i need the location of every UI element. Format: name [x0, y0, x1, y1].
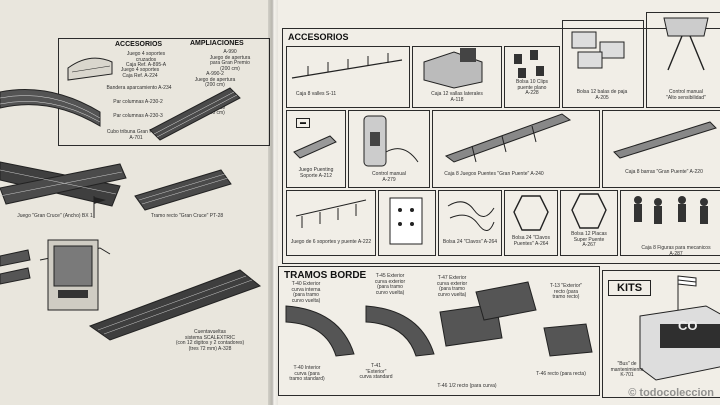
cell-side-fences: [412, 46, 502, 108]
cell-clavos: [378, 190, 436, 256]
supports-drawing: [295, 199, 367, 228]
tramo-caption-2: T-45 Exterior curva exterior (para tramo…: [374, 273, 406, 296]
lapcounter-caption: Cuentavueltas sistema SCALEXTRIC (con 12…: [175, 329, 245, 352]
row3-caption-2: Bolsa 24 "Clavos" A-264: [442, 239, 498, 245]
tramos-panel: [278, 266, 600, 396]
tramos-label-sign: ▬: [296, 118, 310, 128]
cell-supports: [286, 190, 376, 256]
straight-caption: Tramo recto "Gran Cruce" PT-28: [150, 213, 224, 219]
accessories-frame: [282, 28, 720, 264]
placa-drawing: [513, 195, 549, 231]
long-straight-drawing: [134, 169, 232, 211]
row1-caption-4: Bolsa 12 balas de paja A-205: [576, 89, 628, 101]
row2-caption-4: Caja 8 barras "Gran Puente" A-220: [625, 169, 703, 175]
tramo-caption-8: T-46 recto (para recta): [536, 371, 586, 377]
tramo-caption-7: T-46 1/2 recto (para curva): [437, 383, 497, 389]
cell-fences: [286, 46, 410, 108]
row1-caption-2: Caja 12 vallas laterales A-118: [431, 91, 483, 103]
ampliaciones-title: AMPLIACIONES: [190, 40, 244, 47]
right-page: ACCESORIOS Caja 8 valles S-11 Caja 12 va…: [272, 0, 720, 405]
cell-bars: [602, 110, 720, 188]
cell-clavos-puentes: [438, 190, 502, 256]
hay-bales-drawing: [571, 31, 625, 69]
row2-caption-3: Caja 8 Juegos Puentes "Gran Puente" A-24…: [444, 171, 544, 177]
left-edge-track-drawing: [0, 249, 31, 285]
cell-puenting: [286, 110, 346, 188]
clips-drawing: [514, 50, 544, 78]
tramo-caption-4: T-13 "Exterior" recto (para tramo recto): [549, 283, 583, 300]
cell-control: [646, 12, 720, 108]
row3-caption-3: Bolsa 24 "Clavos Puentes" A-264: [512, 235, 550, 247]
tramo-caption-3: T-47 Exterior curva exterior (para tramo…: [436, 275, 468, 298]
cross-track-drawing: [0, 161, 127, 207]
accessories-panel: [58, 38, 270, 146]
row1-caption-3: Bolsa 10 Clips puente plano A-228: [516, 79, 548, 96]
hand-control-drawing: [663, 17, 709, 71]
track-extension-drawing: [0, 89, 101, 127]
acc-item-2: Juego 4 soportes Caja Ref. A-224: [120, 67, 160, 79]
acc-item-1: Juego 4 soportes cruzados Caja Ref. A-89…: [125, 51, 167, 68]
accessories-title-right: ACCESORIOS: [288, 32, 349, 42]
straight-track-drawing: [149, 87, 241, 141]
row3-caption-1: Juego de 6 soportes y puente A-222: [290, 239, 372, 245]
cell-bridges: [432, 110, 600, 188]
tramo-caption-1: T-40 Exterior curva interna (para tramo …: [291, 281, 321, 304]
lap-counter-drawing: [39, 239, 262, 341]
row1-caption-1: Caja 8 valles S-11: [295, 91, 337, 97]
acc-item-4: Par columnas A-230-2: [113, 99, 163, 105]
straight-border-track-3: [543, 323, 593, 357]
mechanic-figures-drawing: [634, 196, 708, 224]
row2-caption-2: Control manual A-279: [372, 171, 406, 183]
acc-item-5: Par columnas A-230-3: [113, 113, 163, 119]
tramos-title: TRAMOS BORDE: [284, 270, 367, 281]
row2-caption-1: Juego Puenting Soporte A-212: [298, 167, 334, 179]
clavos-drawing: [389, 197, 423, 245]
wire-bundle-drawing: [447, 201, 495, 231]
straight-border-track-2: [475, 281, 537, 321]
bridge-part-drawing: [293, 135, 337, 159]
cell-hay-bales: [562, 20, 644, 108]
left-page: ACCESORIOS AMPLIACIONES Juego 4 soportes…: [0, 0, 272, 405]
bars-drawing: [613, 121, 717, 159]
controller-drawing: [363, 115, 419, 167]
tramo-caption-6: T-41 "Exterior" curva standard: [359, 363, 393, 380]
kit-sign: CO: [678, 318, 698, 333]
cross-caption: Juego "Gran Cruce" (Ancho) BX 1: [17, 213, 93, 219]
tramo-caption-5: T-40 Interior curva (para tramo standard…: [289, 365, 325, 382]
bridge-drawing: [444, 113, 572, 163]
page-fold: [268, 0, 278, 405]
row3-caption-5: Caja 8 Figuras para mecanicos A-287: [641, 245, 711, 257]
fence-drawing: [291, 53, 403, 79]
cell-figures: [620, 190, 720, 256]
grandstand-drawing: [67, 57, 113, 81]
watermark: © todocoleccion: [628, 387, 714, 399]
cell-super-placas: [560, 190, 618, 256]
kits-panel: [602, 270, 720, 398]
kit-flag-icon: [677, 275, 697, 310]
curved-border-track-1: [285, 305, 355, 357]
acc-item-3: Bandera aparcamiento A-234: [106, 85, 172, 91]
cell-clips: [504, 46, 560, 108]
row3-caption-4: Bolsa 12 Placas Super Puente A-267: [571, 231, 607, 248]
amp-item-2: A-990-2 Juego de apertura (200 cm): [194, 71, 236, 88]
cell-controller: [348, 110, 430, 188]
super-placa-drawing: [571, 193, 607, 229]
amp-item-1: A-990 Juego de apertura para Gran Premio…: [209, 49, 251, 72]
kit-caption: "Bus" de mantenimiento K-701: [610, 361, 644, 378]
accessories-title: ACCESORIOS: [115, 41, 163, 48]
cell-placas: [504, 190, 558, 256]
kit-building-drawing: [639, 305, 720, 381]
kits-title: KITS: [608, 280, 652, 296]
row1-caption-5: Control manual "Alto sensibilidad": [666, 89, 706, 101]
flag-icon: [93, 196, 106, 218]
side-fence-box-drawing: [423, 48, 483, 89]
curved-border-track-2: [365, 305, 435, 357]
